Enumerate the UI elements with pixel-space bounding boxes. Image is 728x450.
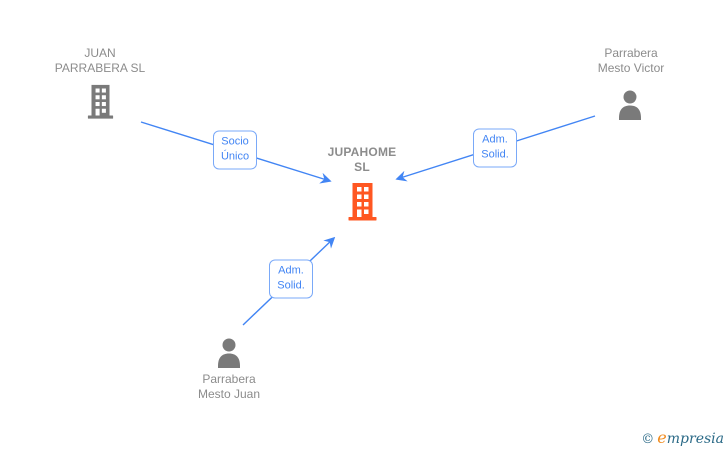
entity-name-line: Parrabera bbox=[604, 46, 658, 60]
entity-name-line: Parrabera bbox=[202, 372, 256, 386]
copyright-symbol: © bbox=[641, 432, 655, 447]
entity-name-line: PARRABERA SL bbox=[54, 61, 146, 75]
empresia-logo[interactable]: ©empresia bbox=[641, 428, 724, 448]
relation-label-line: Solid. bbox=[481, 148, 509, 161]
entity-name-line: Mesto Juan bbox=[197, 387, 261, 401]
person-icon[interactable] bbox=[616, 90, 644, 120]
relation-label-line: Adm. bbox=[278, 264, 304, 277]
node-label-parrabera-mesto-juan[interactable]: Parrabera Mesto Juan bbox=[149, 372, 309, 402]
relation-label-socio-unico: Socio Único bbox=[213, 130, 257, 170]
relation-label-adm-solid-victor: Adm. Solid. bbox=[473, 128, 517, 168]
entity-name-line: Mesto Victor bbox=[597, 61, 665, 75]
building-icon[interactable] bbox=[87, 83, 114, 121]
relation-label-line: Socio bbox=[221, 135, 249, 148]
relation-label-line: Adm. bbox=[482, 133, 508, 146]
person-icon[interactable] bbox=[215, 338, 243, 368]
node-label-jupahome-sl[interactable]: JUPAHOME SL bbox=[282, 145, 442, 175]
building-icon[interactable] bbox=[347, 183, 378, 221]
relation-label-line: Solid. bbox=[277, 279, 305, 292]
relation-label-line: Único bbox=[220, 150, 250, 163]
brand-rest: mpresia bbox=[666, 431, 724, 447]
node-label-juan-parrabera-sl[interactable]: JUAN PARRABERA SL bbox=[20, 46, 180, 76]
entity-name-line: JUPAHOME bbox=[327, 145, 397, 159]
brand-letter-e: e bbox=[657, 428, 667, 447]
node-label-parrabera-mesto-victor[interactable]: Parrabera Mesto Victor bbox=[551, 46, 711, 76]
relation-label-adm-solid-juan: Adm. Solid. bbox=[269, 259, 313, 299]
entity-name-line: SL bbox=[354, 160, 370, 174]
entity-name-line: JUAN bbox=[84, 46, 116, 60]
